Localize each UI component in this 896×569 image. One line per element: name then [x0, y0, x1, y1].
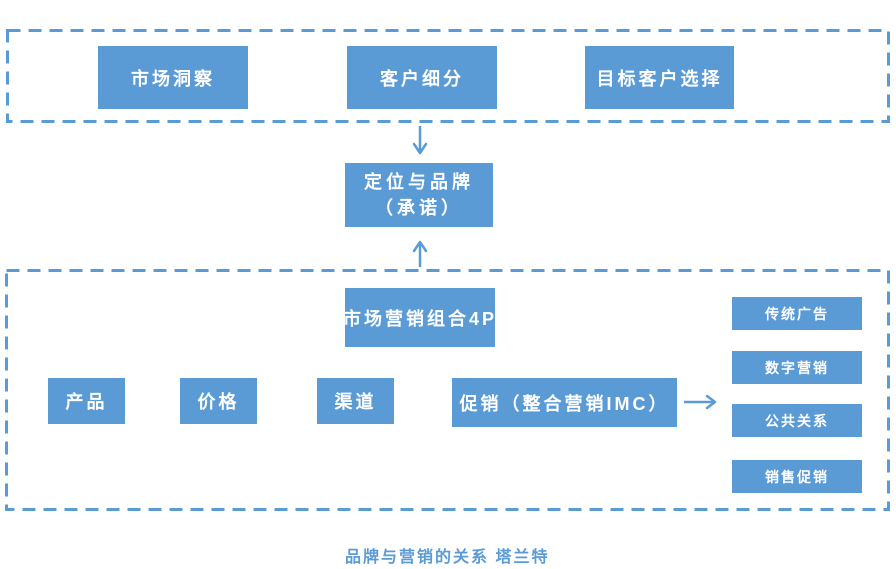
target-customer-selection-box: 目标客户选择 — [585, 46, 734, 109]
promotion-imc-box: 促销（整合营销IMC） — [452, 378, 677, 427]
arrow-down-icon — [412, 126, 428, 155]
arrow-up-icon — [412, 240, 428, 267]
diagram-caption: 品牌与营销的关系 塔兰特 — [345, 549, 550, 566]
positioning-brand-line2: （承诺） — [375, 198, 463, 218]
marketing-mix-4p-box: 市场营销组合4P — [343, 288, 495, 347]
sales-promotion-box: 销售促销 — [732, 460, 862, 493]
positioning-brand-line1: 定位与品牌 — [364, 172, 474, 192]
public-relations-box: 公共关系 — [732, 404, 862, 437]
channel-box: 渠道 — [317, 378, 394, 424]
product-box: 产品 — [48, 378, 125, 424]
traditional-advertising-box: 传统广告 — [732, 297, 862, 330]
market-insight-box: 市场洞察 — [98, 46, 248, 109]
arrow-right-icon — [684, 394, 717, 410]
positioning-brand-box: 定位与品牌 （承诺） — [345, 163, 493, 227]
customer-segmentation-box: 客户细分 — [347, 46, 497, 109]
price-box: 价格 — [180, 378, 257, 424]
digital-marketing-box: 数字营销 — [732, 351, 862, 384]
